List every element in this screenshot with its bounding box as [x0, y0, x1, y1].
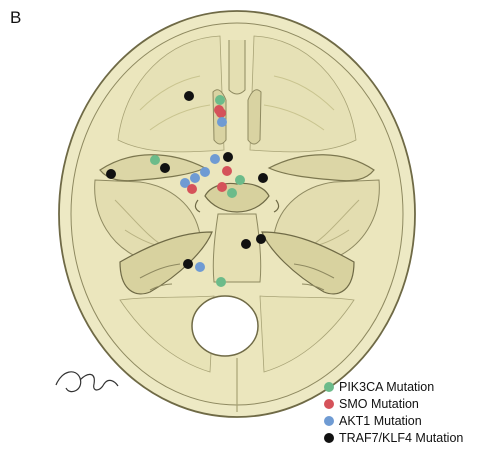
marker-akt1	[200, 167, 210, 177]
legend-item: TRAF7/KLF4 Mutation	[324, 429, 463, 446]
legend-dot-pik3ca	[324, 381, 334, 392]
marker-traf7-klf4	[183, 259, 193, 269]
legend-item: AKT1 Mutation	[324, 412, 463, 429]
left-anterior-fossa	[117, 35, 225, 153]
marker-pik3ca	[150, 155, 160, 165]
marker-traf7-klf4	[223, 152, 233, 162]
marker-traf7-klf4	[256, 234, 266, 244]
marker-pik3ca	[235, 175, 245, 185]
marker-akt1	[190, 173, 200, 183]
marker-akt1	[210, 154, 220, 164]
clinoid-processes	[194, 199, 280, 213]
marker-smo	[187, 184, 197, 194]
marker-traf7-klf4	[160, 163, 170, 173]
marker-akt1	[195, 262, 205, 272]
marker-akt1	[217, 117, 227, 127]
legend-label: SMO Mutation	[339, 396, 419, 411]
left-petrous-ridge	[119, 231, 213, 295]
right-anterior-fossa	[249, 35, 357, 153]
frontal-ridges-left	[139, 75, 211, 131]
marker-smo	[216, 108, 226, 118]
legend-dot-traf7-klf4	[324, 432, 334, 443]
right-petrous-ridge	[261, 231, 355, 295]
legend-label: TRAF7/KLF4 Mutation	[339, 430, 464, 445]
marker-smo	[217, 182, 227, 192]
clivus	[212, 213, 262, 283]
left-petrous-detail	[139, 263, 181, 291]
marker-akt1	[180, 178, 190, 188]
marker-pik3ca	[216, 277, 226, 287]
left-sphenoid-wing	[99, 154, 207, 182]
legend-item: SMO Mutation	[324, 395, 463, 412]
frontal-ridges-right	[263, 75, 335, 131]
crista-galli	[228, 40, 246, 95]
marker-pik3ca	[215, 95, 225, 105]
legend-label: AKT1 Mutation	[339, 413, 422, 428]
panel-label: B	[10, 8, 22, 27]
right-sphenoid-wing	[267, 154, 375, 182]
artist-signature	[55, 371, 119, 393]
foramen-magnum	[191, 295, 259, 357]
right-petrous-detail	[293, 263, 335, 291]
marker-traf7-klf4	[241, 239, 251, 249]
legend-dot-smo	[324, 398, 334, 409]
marker-smo	[222, 166, 232, 176]
legend-dot-akt1	[324, 415, 334, 426]
marker-traf7-klf4	[258, 173, 268, 183]
marker-traf7-klf4	[184, 91, 194, 101]
legend-item: PIK3CA Mutation	[324, 378, 463, 395]
right-posterior-fossa	[259, 295, 355, 373]
marker-pik3ca	[227, 188, 237, 198]
left-posterior-fossa	[119, 295, 215, 373]
mutation-markers	[106, 91, 268, 287]
legend-label: PIK3CA Mutation	[339, 379, 435, 394]
legend: PIK3CA Mutation SMO Mutation AKT1 Mutati…	[324, 378, 463, 446]
marker-traf7-klf4	[106, 169, 116, 179]
cribriform-plate	[212, 89, 262, 145]
